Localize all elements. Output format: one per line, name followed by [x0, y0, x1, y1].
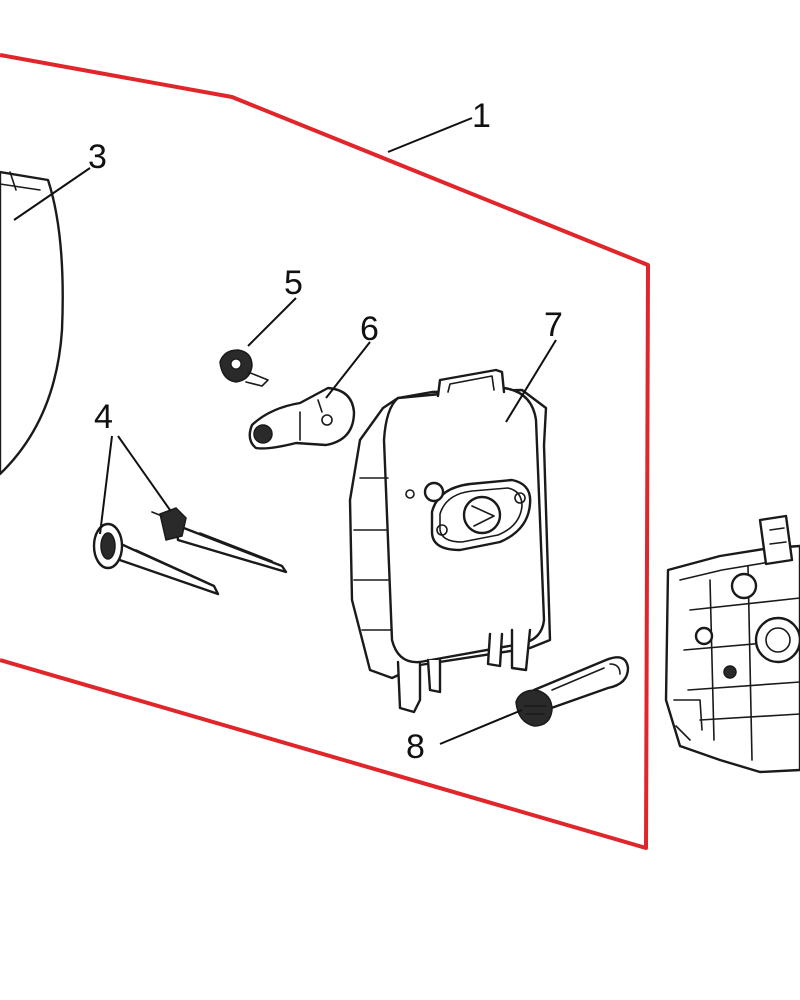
kit-boundary-outline: [0, 53, 650, 850]
part-3-filter-cover: [0, 170, 64, 476]
callout-3: 3: [88, 138, 107, 176]
leader-1: [387, 117, 473, 153]
part-4-bolt-upper: [151, 507, 288, 574]
callout-8: 8: [406, 728, 425, 766]
callout-4: 4: [94, 398, 113, 436]
part-6-choke-lever: [248, 386, 356, 450]
leader-4a: [99, 435, 113, 535]
leader-6: [325, 341, 371, 399]
part-7-filter-housing: [348, 368, 552, 714]
leader-8: [439, 709, 523, 745]
callout-6: 6: [360, 310, 379, 348]
callout-1: 1: [472, 97, 491, 135]
leader-5: [247, 297, 297, 347]
part-4-bolt-lower: [92, 522, 220, 596]
callout-7: 7: [544, 306, 563, 344]
leader-7: [505, 339, 557, 423]
leader-4b: [117, 435, 171, 511]
leader-3: [13, 167, 91, 221]
part-5-screw: [219, 349, 269, 387]
carburetor: [664, 514, 800, 774]
callout-5: 5: [284, 264, 303, 302]
part-8-breather-tube: [515, 656, 630, 727]
